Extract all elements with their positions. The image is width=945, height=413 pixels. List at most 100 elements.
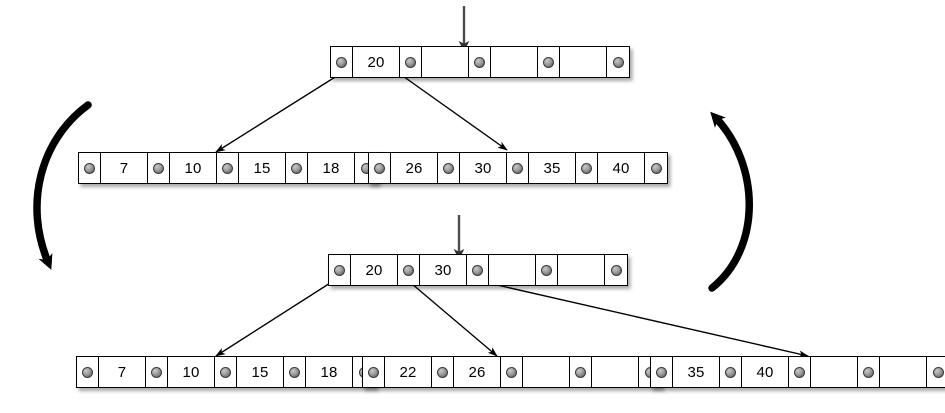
pointer-cell[interactable] <box>576 153 598 183</box>
pointer-dot-icon <box>291 162 302 174</box>
key-cell[interactable]: 7 <box>99 357 146 387</box>
key-cell-empty[interactable] <box>422 47 469 77</box>
pointer-dot-icon <box>472 264 483 276</box>
key-cell-empty[interactable] <box>489 255 536 285</box>
pointer-cell[interactable] <box>398 255 420 285</box>
key-cell[interactable]: 7 <box>101 153 148 183</box>
pointer-cell[interactable] <box>331 47 353 77</box>
pointer-dot-icon <box>336 56 347 68</box>
pointer-cell[interactable] <box>927 357 945 387</box>
pointer-cell[interactable] <box>146 357 168 387</box>
pointer-dot-icon <box>656 366 667 378</box>
pointer-cell[interactable] <box>607 47 629 77</box>
key-cell[interactable]: 10 <box>170 153 217 183</box>
edge-before-root-ptr0-to-left-leaf <box>215 73 341 153</box>
pointer-dot-icon <box>334 264 345 276</box>
pointer-dot-icon <box>610 264 622 276</box>
pointer-cell[interactable] <box>501 357 523 387</box>
pointer-dot-icon <box>932 366 944 378</box>
pointer-dot-icon <box>222 162 233 174</box>
pointer-cell[interactable] <box>720 357 742 387</box>
pointer-cell[interactable] <box>215 357 237 387</box>
pointer-cell[interactable] <box>858 357 880 387</box>
pointer-cell[interactable] <box>536 255 558 285</box>
key-cell-empty[interactable] <box>592 357 639 387</box>
pointer-cell[interactable] <box>651 357 673 387</box>
leaf-node-after-middle[interactable]: 22 26 <box>362 356 662 388</box>
key-cell[interactable]: 35 <box>673 357 720 387</box>
leaf-node-after-right[interactable]: 35 40 <box>650 356 945 388</box>
pointer-dot-icon <box>725 366 736 378</box>
pointer-dot-icon <box>153 162 164 174</box>
pointer-cell[interactable] <box>79 153 101 183</box>
pointer-cell[interactable] <box>645 153 667 183</box>
pointer-cell[interactable] <box>329 255 351 285</box>
pointer-dot-icon <box>220 366 231 378</box>
pointer-dot-icon <box>575 366 586 378</box>
pointer-dot-icon <box>474 56 485 68</box>
root-node-after[interactable]: 20 30 <box>328 254 628 286</box>
pointer-cell[interactable] <box>363 357 385 387</box>
key-cell[interactable]: 20 <box>351 255 398 285</box>
pointer-cell[interactable] <box>469 47 491 77</box>
key-cell[interactable]: 35 <box>529 153 576 183</box>
key-cell[interactable]: 18 <box>306 357 353 387</box>
leaf-node-before-left[interactable]: 7 10 15 18 <box>78 152 378 184</box>
key-cell-empty[interactable] <box>811 357 858 387</box>
pointer-dot-icon <box>506 366 517 378</box>
pointer-cell[interactable] <box>77 357 99 387</box>
pointer-cell[interactable] <box>400 47 422 77</box>
leaf-node-before-right[interactable]: 26 30 35 40 <box>368 152 668 184</box>
key-cell[interactable]: 26 <box>454 357 501 387</box>
pointer-dot-icon <box>289 366 300 378</box>
edge-after-root-ptr0-to-left-leaf <box>215 277 339 357</box>
pointer-dot-icon <box>794 366 805 378</box>
pointer-cell[interactable] <box>432 357 454 387</box>
pointer-cell[interactable] <box>789 357 811 387</box>
key-cell[interactable]: 10 <box>168 357 215 387</box>
key-cell-empty[interactable] <box>560 47 607 77</box>
pointer-cell[interactable] <box>286 153 308 183</box>
key-cell[interactable]: 30 <box>460 153 507 183</box>
pointer-cell[interactable] <box>507 153 529 183</box>
key-cell[interactable]: 15 <box>239 153 286 183</box>
key-cell-empty[interactable] <box>491 47 538 77</box>
leaf-node-after-left[interactable]: 7 10 15 18 <box>76 356 376 388</box>
pointer-dot-icon <box>512 162 523 174</box>
key-cell-empty[interactable] <box>880 357 927 387</box>
pointer-cell[interactable] <box>605 255 627 285</box>
pointer-dot-icon <box>403 264 414 276</box>
pointer-cell[interactable] <box>217 153 239 183</box>
pointer-cell[interactable] <box>538 47 560 77</box>
key-cell[interactable]: 15 <box>237 357 284 387</box>
edge-after-root-ptr2-to-right-leaf <box>461 276 809 358</box>
pointer-dot-icon <box>443 162 454 174</box>
pointer-dot-icon <box>374 162 385 174</box>
root-node-before[interactable]: 20 <box>330 46 630 78</box>
key-cell[interactable]: 22 <box>385 357 432 387</box>
pointer-cell[interactable] <box>284 357 306 387</box>
key-cell-empty[interactable] <box>523 357 570 387</box>
key-cell[interactable]: 20 <box>353 47 400 77</box>
pointer-dot-icon <box>437 366 448 378</box>
key-cell[interactable]: 40 <box>598 153 645 183</box>
edge-after-root-ptr1-to-middle-leaf <box>404 277 498 357</box>
pointer-dot-icon <box>84 162 95 174</box>
key-cell[interactable]: 18 <box>308 153 355 183</box>
pointer-cell[interactable] <box>570 357 592 387</box>
pointer-dot-icon <box>541 264 552 276</box>
key-cell[interactable]: 26 <box>391 153 438 183</box>
pointer-cell[interactable] <box>467 255 489 285</box>
pointer-dot-icon <box>863 366 874 378</box>
pointer-cell[interactable] <box>148 153 170 183</box>
pointer-dot-icon <box>82 366 93 378</box>
key-cell[interactable]: 30 <box>420 255 467 285</box>
pointer-cell[interactable] <box>369 153 391 183</box>
key-cell-empty[interactable] <box>558 255 605 285</box>
pointer-cell[interactable] <box>438 153 460 183</box>
pointer-dot-icon <box>368 366 379 378</box>
pointer-dot-icon <box>405 56 416 68</box>
pointer-dot-icon <box>581 162 592 174</box>
key-cell[interactable]: 40 <box>742 357 789 387</box>
